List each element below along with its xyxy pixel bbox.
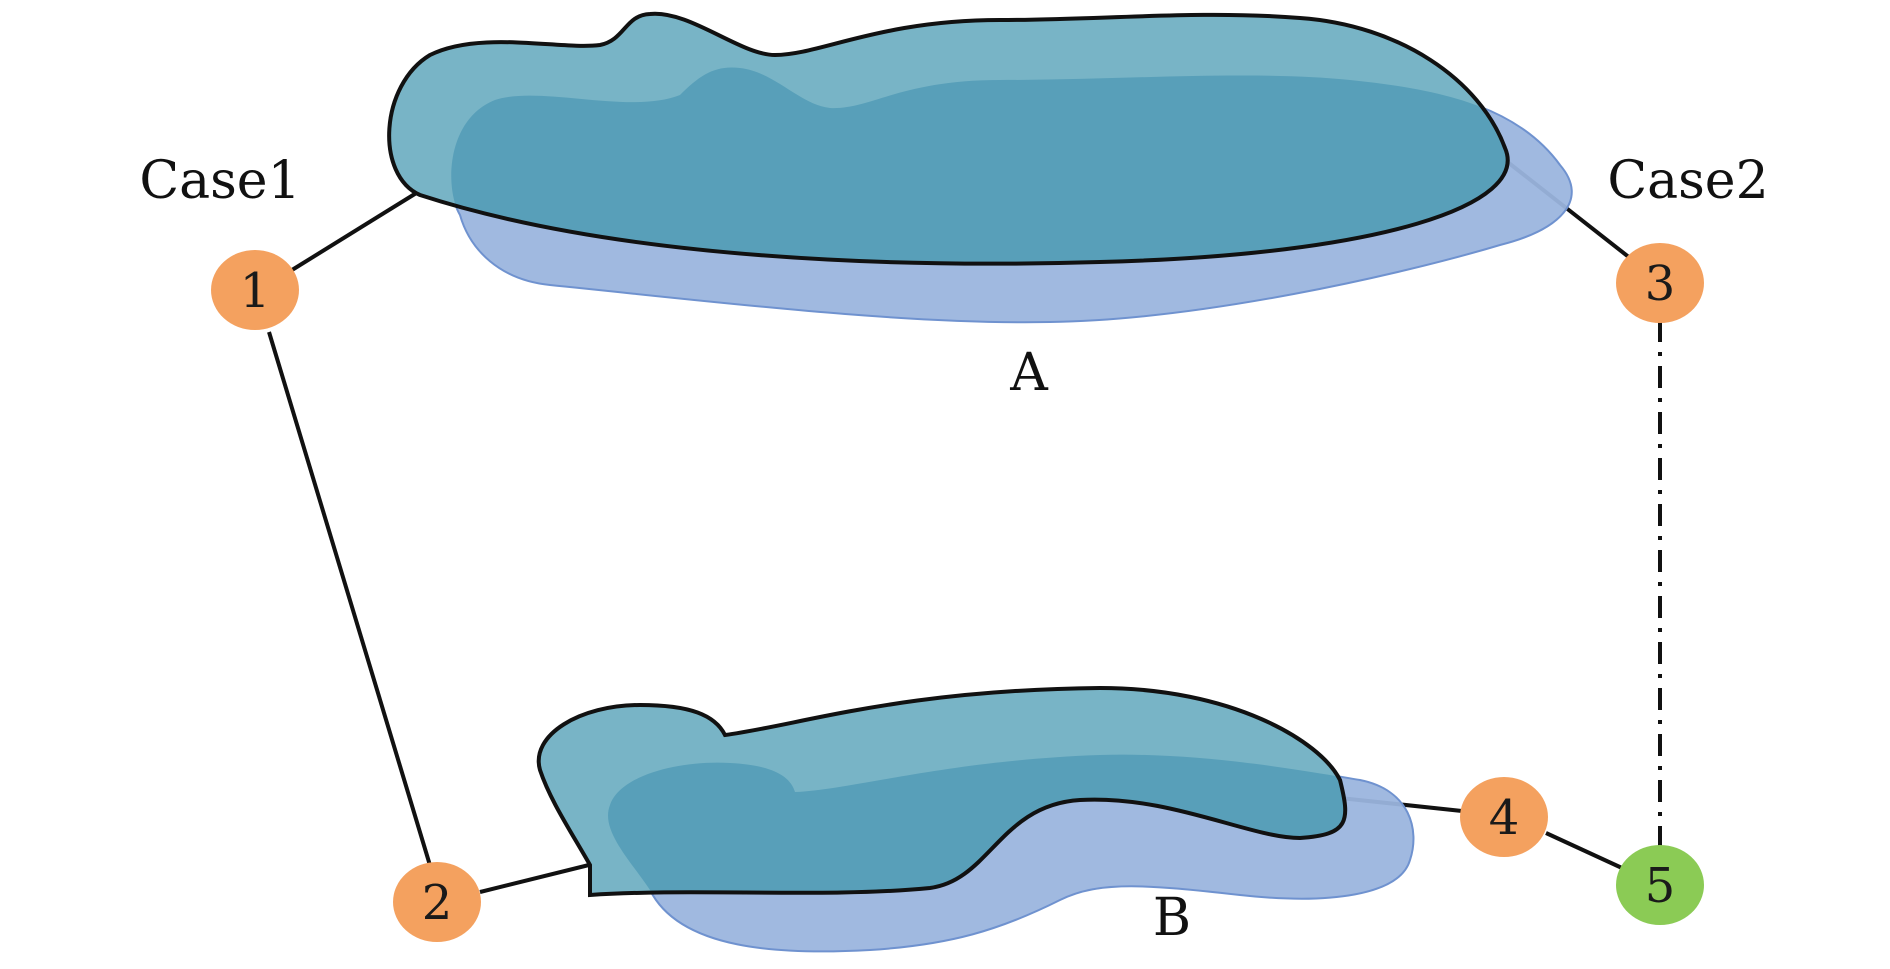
node-1: 1 xyxy=(211,250,299,330)
region-a-outline xyxy=(387,11,1510,266)
region-a xyxy=(387,11,1573,324)
edge-4-5 xyxy=(1545,831,1623,870)
node-4-label: 4 xyxy=(1489,790,1520,846)
node-2-label: 2 xyxy=(422,875,453,931)
edge-1-region-a xyxy=(290,190,420,272)
node-4-circle xyxy=(1460,777,1548,857)
node-1-label: 1 xyxy=(240,263,271,319)
edge-1-2 xyxy=(267,331,434,873)
node-2-circle xyxy=(393,862,481,942)
node-1-circle xyxy=(211,250,299,330)
node-2: 2 xyxy=(393,862,481,942)
edge-2-region-b xyxy=(479,862,594,894)
node-5-circle xyxy=(1616,845,1704,925)
node-5-label: 5 xyxy=(1645,858,1676,914)
case1-label: Case1 xyxy=(139,151,300,211)
region-b xyxy=(536,685,1415,953)
node-4: 4 xyxy=(1460,777,1548,857)
node-3: 3 xyxy=(1616,243,1704,323)
region-a-label: A xyxy=(1009,343,1049,403)
node-3-label: 3 xyxy=(1645,256,1676,312)
region-b-outline xyxy=(536,685,1348,898)
node-3-circle xyxy=(1616,243,1704,323)
case2-label: Case2 xyxy=(1607,151,1768,211)
node-5: 5 xyxy=(1616,845,1704,925)
region-b-label: B xyxy=(1153,888,1191,948)
